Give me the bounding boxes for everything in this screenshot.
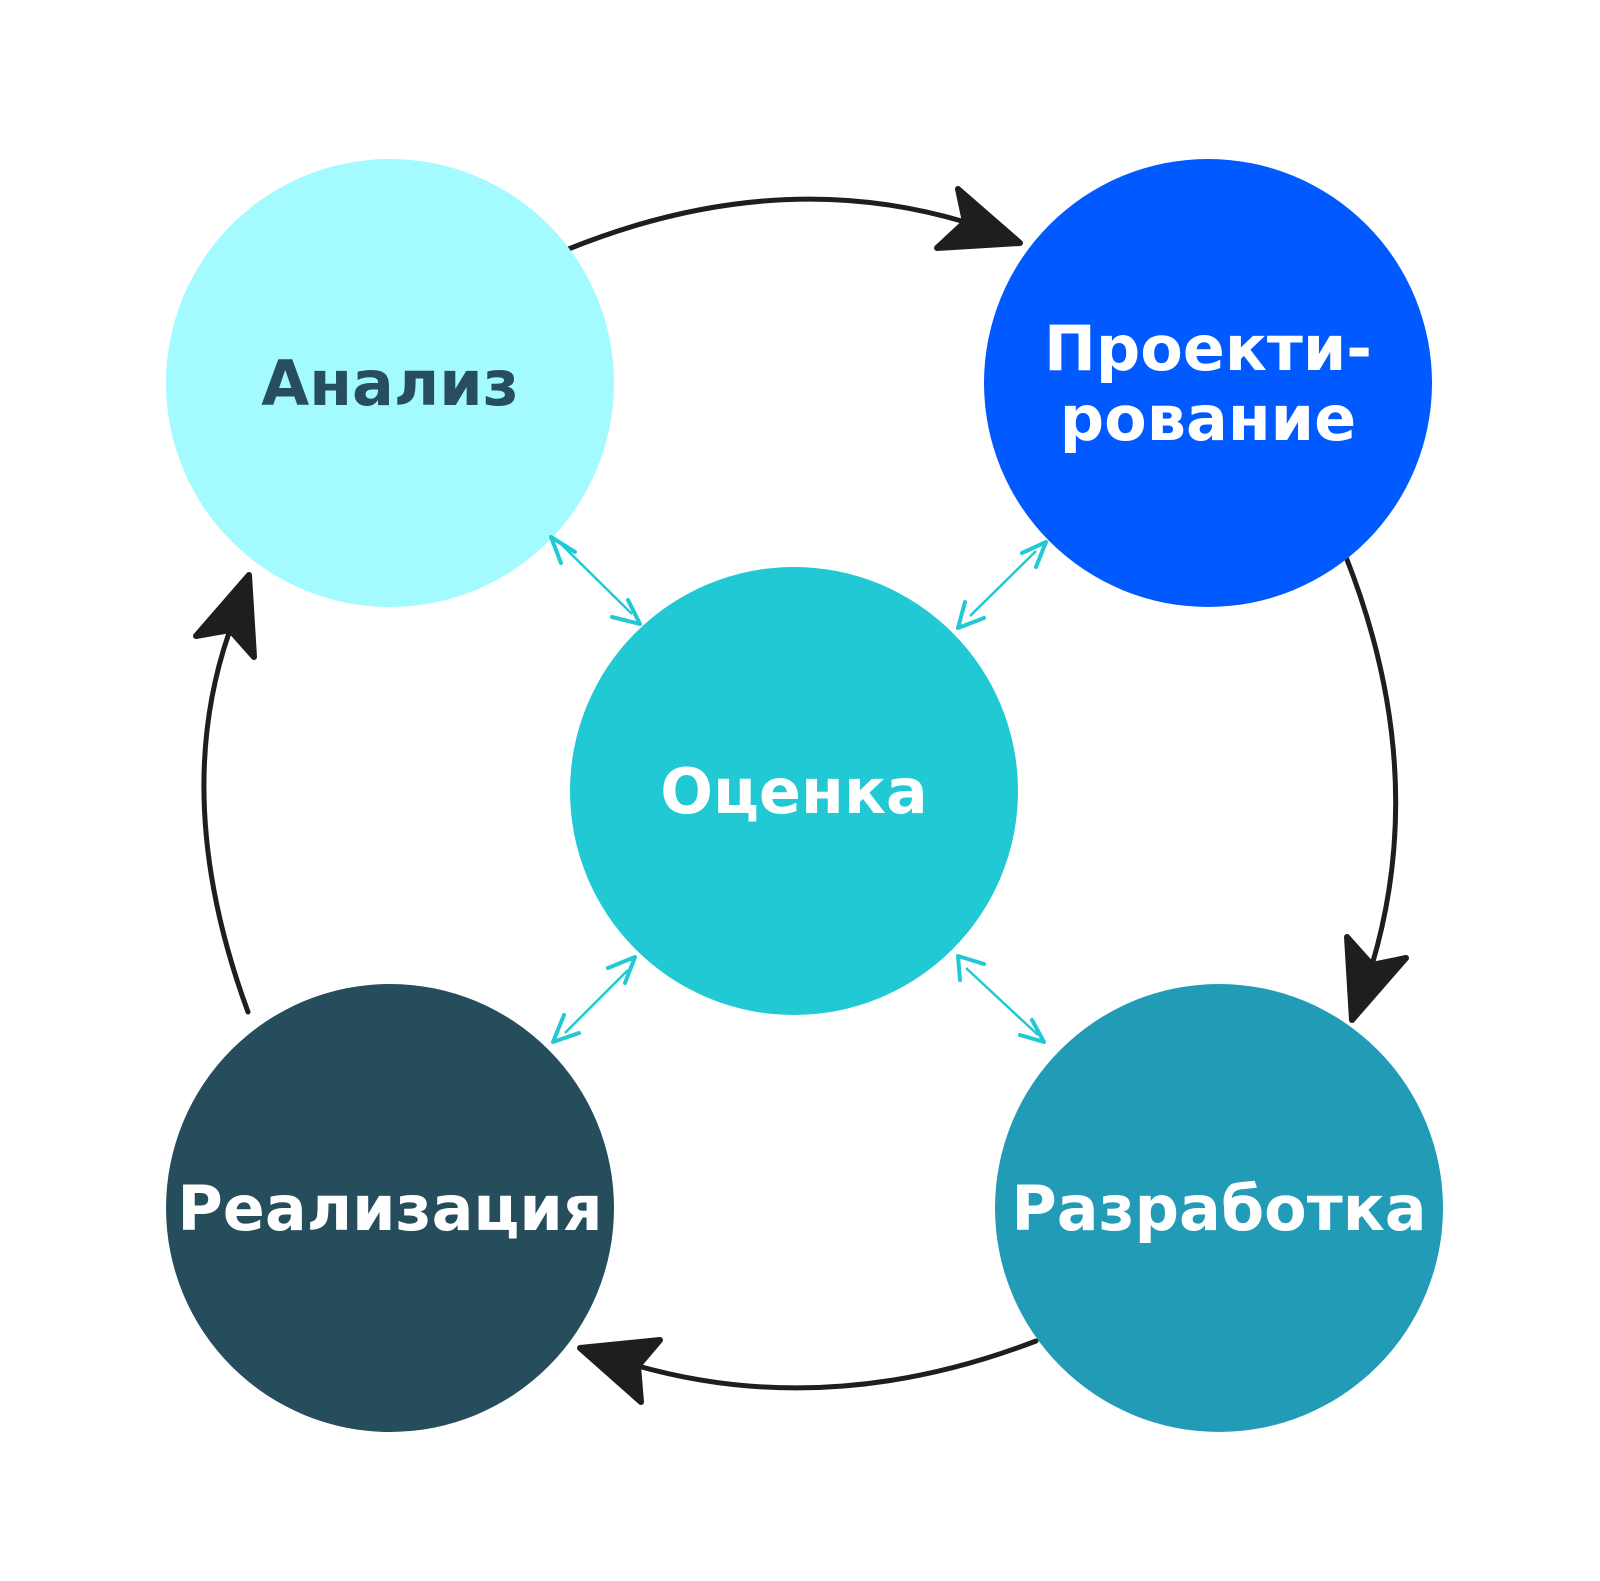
arrow-analysis-to-design-head <box>934 186 1023 251</box>
node-development-label: Разработка <box>1011 1172 1426 1245</box>
node-evaluation-circle <box>570 567 1018 1015</box>
node-analysis-circle <box>166 159 614 607</box>
link-evaluation-analysis-head-end <box>610 598 642 626</box>
node-evaluation-label: Оценка <box>660 755 927 828</box>
link-evaluation-design <box>956 540 1048 630</box>
link-evaluation-implementation-head-end <box>606 955 637 985</box>
evaluation-links <box>549 535 1048 1044</box>
node-design-circle <box>984 159 1432 607</box>
node-evaluation[interactable]: Оценка <box>570 567 1018 1015</box>
node-implementation[interactable]: Реализация <box>166 984 614 1432</box>
arrow-development-to-implementation-line <box>635 1338 1039 1391</box>
arrow-analysis-to-design-line <box>563 196 968 253</box>
cycle-arrows <box>193 186 1409 1405</box>
node-implementation-label: Реализация <box>177 1172 602 1245</box>
node-analysis-label-line-1: Анализ <box>261 347 519 420</box>
arrow-design-to-development-head <box>1344 934 1409 1023</box>
arrow-design-to-development-line <box>1343 554 1399 968</box>
link-evaluation-development <box>956 954 1046 1044</box>
arrow-design-to-development <box>1343 554 1409 1023</box>
link-evaluation-development-head-start <box>956 954 986 982</box>
link-evaluation-development-line <box>965 967 1039 1036</box>
node-development[interactable]: Разработка <box>995 984 1443 1432</box>
node-development-circle <box>995 984 1443 1432</box>
node-implementation-circle <box>166 984 614 1432</box>
node-development-label-line-1: Разработка <box>1011 1172 1426 1245</box>
node-design[interactable]: Проекти-рование <box>984 159 1432 607</box>
arrow-development-to-implementation-head <box>577 1337 663 1405</box>
link-evaluation-analysis-head-start <box>549 535 577 565</box>
link-evaluation-implementation-head-start <box>551 1013 581 1044</box>
arrow-development-to-implementation <box>577 1337 1039 1405</box>
nodes: Анализ Проекти-рование Оценка Разработка… <box>166 159 1443 1432</box>
node-implementation-label-line-1: Реализация <box>177 1172 602 1245</box>
link-evaluation-development-head-end <box>1018 1018 1046 1044</box>
arrow-implementation-to-analysis-head <box>193 572 257 660</box>
link-evaluation-design-head-end <box>1020 540 1048 569</box>
node-design-label-line-1: Проекти- <box>1044 312 1372 385</box>
node-design-label: Проекти-рование <box>1044 312 1372 455</box>
arrow-implementation-to-analysis <box>193 572 257 1015</box>
link-evaluation-analysis <box>549 535 642 626</box>
node-design-label-line-2: рование <box>1060 382 1356 455</box>
arrow-analysis-to-design <box>563 186 1023 253</box>
link-evaluation-design-head-start <box>956 600 986 630</box>
node-analysis[interactable]: Анализ <box>166 159 614 607</box>
arrow-implementation-to-analysis-line <box>201 627 251 1015</box>
node-analysis-label: Анализ <box>261 347 519 420</box>
link-evaluation-implementation-line <box>564 969 629 1034</box>
link-evaluation-analysis-line <box>560 543 633 615</box>
node-evaluation-label-line-1: Оценка <box>660 755 927 828</box>
link-evaluation-implementation <box>551 955 637 1044</box>
link-evaluation-design-line <box>969 550 1037 617</box>
